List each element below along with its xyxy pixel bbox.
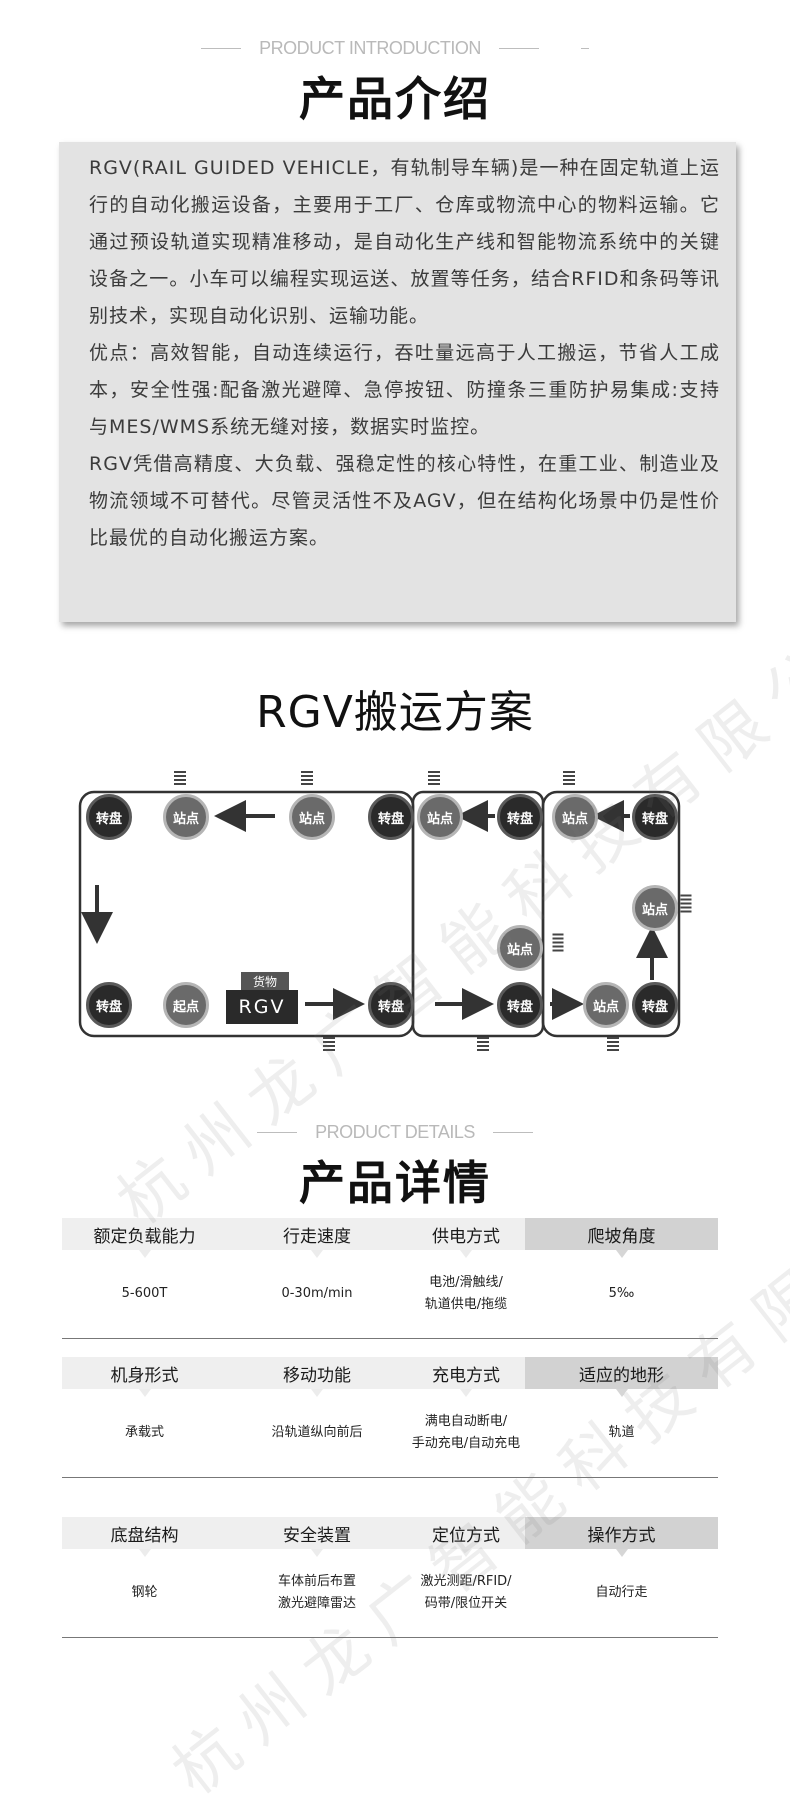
spec-value: 沿轨道纵向前后: [271, 1425, 363, 1440]
spec-header-row: 底盘结构 安全装置 定位方式 操作方式: [62, 1517, 718, 1557]
spec-header: 机身形式: [62, 1357, 227, 1397]
turntable-node: 转盘: [632, 982, 678, 1028]
spec-group-1: 额定负载能力 行走速度 供电方式 爬坡角度 5-600T 0-30m/min 电…: [62, 1218, 718, 1339]
divider: [492, 1132, 533, 1133]
rail-sensor-icon: [323, 1037, 335, 1053]
spec-header: 适应的地形: [525, 1357, 718, 1397]
spec-header-row: 机身形式 移动功能 充电方式 适应的地形: [62, 1357, 718, 1397]
spec-value: 自动行走: [595, 1585, 648, 1600]
spec-value: 5-600T: [121, 1286, 168, 1301]
intro-title: 产品介绍: [299, 72, 491, 126]
track-lines: [78, 790, 681, 1038]
scheme-title: RGV搬运方案: [256, 687, 534, 738]
station-node: 站点: [163, 794, 209, 840]
spec-group-2: 机身形式 移动功能 充电方式 适应的地形 承载式 沿轨道纵向前后 满电自动断电/…: [62, 1357, 718, 1478]
turntable-node: 转盘: [86, 794, 132, 840]
spec-value: 电池/滑触线/ 轨道供电/拖缆: [424, 1275, 508, 1312]
cargo-label: 货物: [241, 972, 289, 990]
station-node: 站点: [497, 925, 543, 971]
start-node: 起点: [163, 982, 209, 1028]
spec-header: 额定负载能力: [62, 1218, 227, 1258]
rail-sensor-icon: [301, 771, 313, 787]
turntable-node: 转盘: [497, 794, 543, 840]
spec-group-3: 底盘结构 安全装置 定位方式 操作方式 钢轮 车体前后布置 激光避障雷达 激光测…: [62, 1517, 718, 1638]
spec-value: 轨道: [608, 1425, 635, 1440]
rail-sensor-icon: [552, 933, 564, 952]
spec-value: 0-30m/min: [281, 1286, 353, 1301]
turntable-node: 转盘: [368, 982, 414, 1028]
details-header: PRODUCT DETAILS 产品详情: [0, 1122, 790, 1213]
turntable-node: 转盘: [632, 794, 678, 840]
spec-value-row: 承载式 沿轨道纵向前后 满电自动断电/ 手动充电/自动充电 轨道: [62, 1389, 718, 1478]
spec-value: 钢轮: [131, 1585, 158, 1600]
spec-header: 移动功能: [227, 1357, 407, 1397]
station-node: 站点: [632, 885, 678, 931]
divider: [257, 1132, 298, 1133]
spec-header-row: 额定负载能力 行走速度 供电方式 爬坡角度: [62, 1218, 718, 1258]
details-title: 产品详情: [299, 1156, 491, 1210]
spec-value: 承载式: [124, 1425, 164, 1440]
station-node: 站点: [289, 794, 335, 840]
spec-header: 充电方式: [407, 1357, 525, 1397]
rail-sensor-icon: [428, 771, 440, 787]
divider: [201, 48, 242, 49]
intro-subtitle-line: PRODUCT INTRODUCTION: [0, 38, 790, 59]
track-loop-3: [541, 790, 681, 1038]
details-subtitle: PRODUCT DETAILS: [315, 1122, 475, 1142]
spec-header: 爬坡角度: [525, 1218, 718, 1258]
turntable-node: 转盘: [368, 794, 414, 840]
spec-value: 满电自动断电/ 手动充电/自动充电: [411, 1414, 521, 1451]
turntable-node: 转盘: [497, 982, 543, 1028]
station-node: 站点: [583, 982, 629, 1028]
rail-sensor-icon: [607, 1037, 619, 1053]
rgv-track-diagram: 转盘 站点 站点 转盘 站点 转盘 站点 转盘 站点 站点 转盘 起点 转盘 转…: [0, 760, 790, 1060]
station-node: 站点: [552, 794, 598, 840]
spec-header: 供电方式: [407, 1218, 525, 1258]
intro-header: PRODUCT INTRODUCTION 产品介绍: [0, 38, 790, 129]
divider: [580, 48, 589, 49]
rail-sensor-icon: [680, 894, 692, 913]
rail-sensor-icon: [477, 1037, 489, 1053]
details-subtitle-line: PRODUCT DETAILS: [0, 1122, 790, 1143]
spec-header: 行走速度: [227, 1218, 407, 1258]
intro-paragraph: RGV凭借高精度、大负载、强稳定性的核心特性，在重工业、制造业及物流领域不可替代…: [89, 453, 720, 549]
spec-header: 安全装置: [227, 1517, 407, 1557]
rail-sensor-icon: [563, 771, 575, 787]
intro-paragraph: 优点：高效智能，自动连续运行，吞吐量远高于人工搬运，节省人工成本，安全性强:配备…: [89, 342, 720, 438]
rgv-vehicle: RGV: [226, 990, 298, 1024]
turntable-node: 转盘: [86, 982, 132, 1028]
spec-value: 5‰: [608, 1286, 635, 1301]
divider: [498, 48, 539, 49]
intro-subtitle: PRODUCT INTRODUCTION: [259, 38, 481, 58]
spec-header: 定位方式: [407, 1517, 525, 1557]
rail-sensor-icon: [174, 771, 186, 787]
spec-value: 车体前后布置 激光避障雷达: [277, 1574, 356, 1611]
spec-value-row: 钢轮 车体前后布置 激光避障雷达 激光测距/RFID/ 码带/限位开关 自动行走: [62, 1549, 718, 1638]
station-node: 站点: [417, 794, 463, 840]
intro-text-box: RGV(RAIL GUIDED VEHICLE，有轨制导车辆)是一种在固定轨道上…: [59, 142, 736, 622]
spec-value-row: 5-600T 0-30m/min 电池/滑触线/ 轨道供电/拖缆 5‰: [62, 1250, 718, 1339]
spec-header: 底盘结构: [62, 1517, 227, 1557]
spec-value: 激光测距/RFID/ 码带/限位开关: [420, 1574, 512, 1611]
spec-header: 操作方式: [525, 1517, 718, 1557]
intro-paragraph: RGV(RAIL GUIDED VEHICLE，有轨制导车辆)是一种在固定轨道上…: [89, 157, 720, 327]
